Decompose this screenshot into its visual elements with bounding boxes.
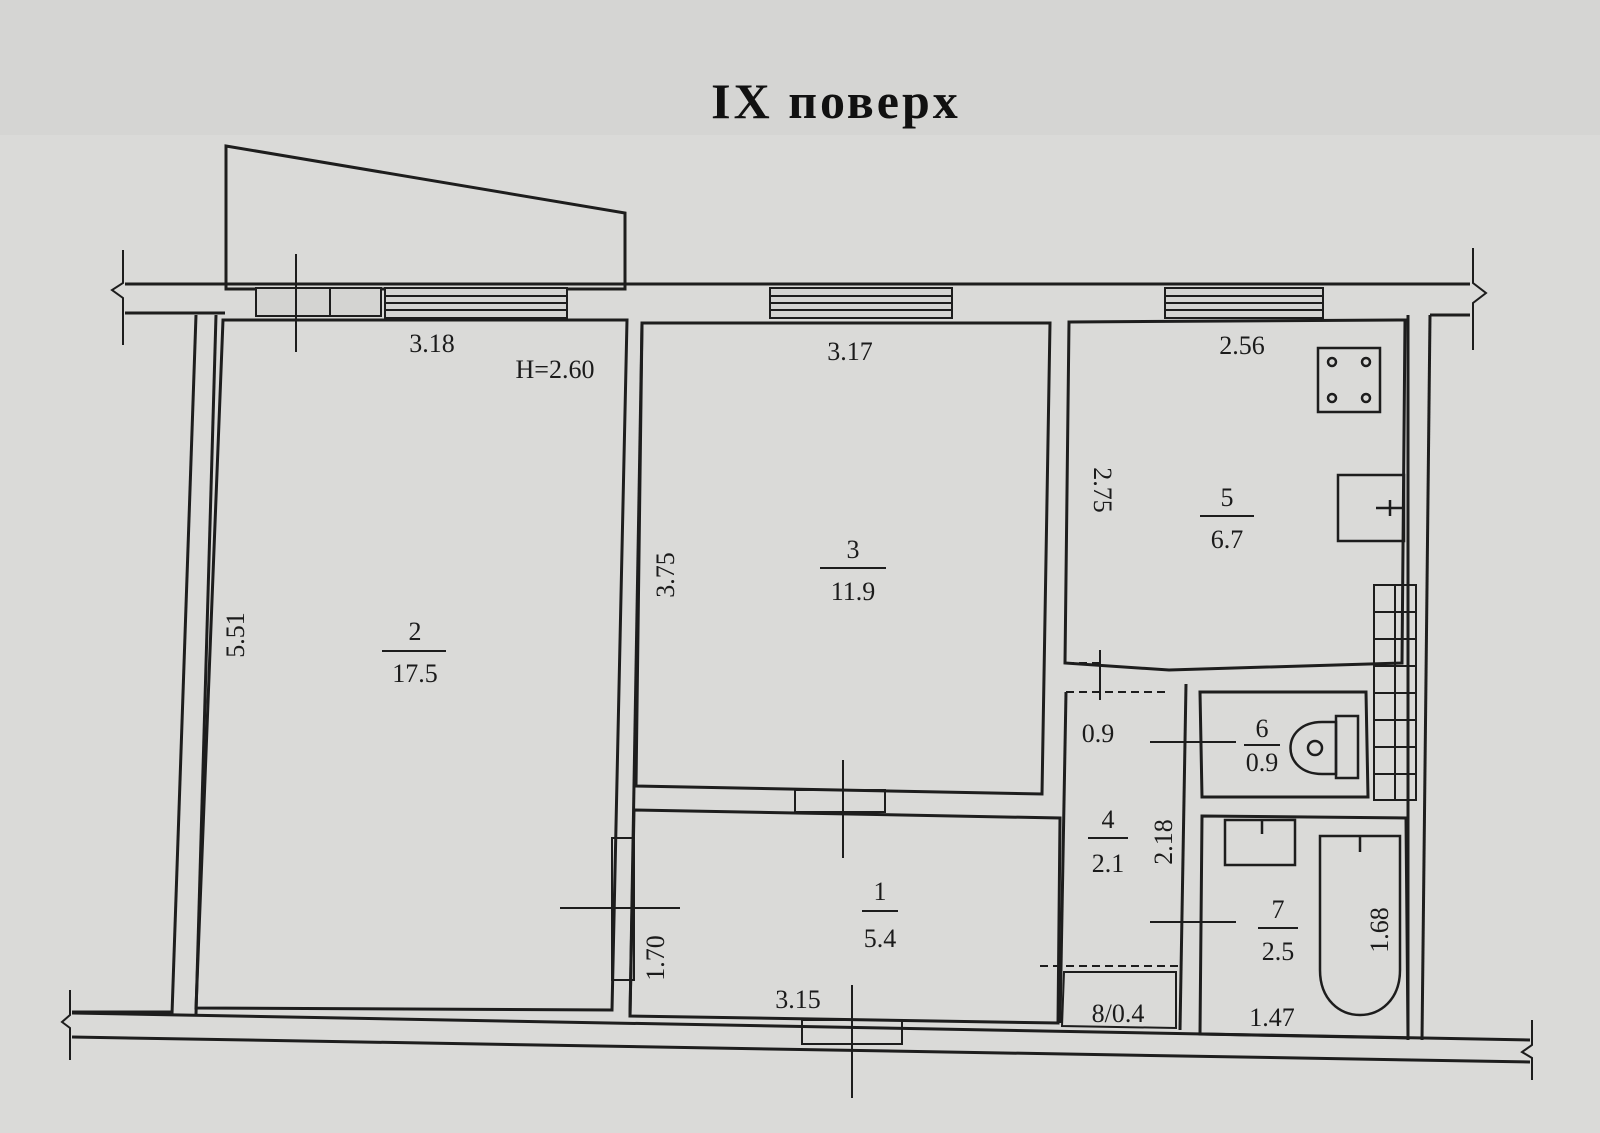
balcony [224,144,627,291]
room-3-area: 11.9 [831,577,876,606]
toilet-icon [1289,720,1338,776]
room-6-area: 0.9 [1246,748,1279,777]
room-4-number: 4 [1102,805,1115,834]
room-6-outline [1198,690,1370,799]
balcony-door [255,254,382,352]
room-2-area: 17.5 [392,659,438,688]
floor-title: IX поверх [711,73,961,129]
break-mark-top-right [1472,248,1488,350]
dim-bathtub-length: 1.68 [1365,907,1394,953]
dim-room-2-width: 3.18 [409,329,455,358]
dim-room-3-width: 3.17 [827,337,873,366]
room-7-number: 7 [1272,895,1285,924]
dim-room-5-length: 2.75 [1088,467,1117,513]
room-1-number: 1 [874,877,887,906]
bathtub-icon [1318,834,1402,1017]
dim-room-2-length: 5.51 [221,612,250,658]
room-7-label: 7 2.5 [1258,895,1298,966]
closet-outline [1060,971,1177,1030]
dim-hall-width: 1.70 [641,935,670,981]
dim-corridor-length: 2.18 [1149,819,1178,865]
room-7-area: 2.5 [1262,937,1295,966]
paper-top-band [0,0,1600,135]
dim-room-3-length: 3.75 [651,552,680,598]
ventilation-shaft [1373,584,1417,801]
break-mark-top-left [110,250,124,345]
room-6-label: 6 0.9 [1244,714,1280,777]
room-1-area: 5.4 [864,924,897,953]
room-7-outline [1198,814,1410,1040]
window-room-5 [1164,287,1324,319]
room-5-label: 5 6.7 [1200,483,1254,554]
room-5-area: 6.7 [1211,525,1244,554]
room-1-label: 1 5.4 [862,877,898,953]
outer-wall-top [110,248,1488,350]
sink-icon [1223,818,1297,867]
room-2-number: 2 [409,617,422,646]
corridor-left-wall [1058,691,1068,1024]
partition-2-3 [628,322,644,1017]
window-room-2 [384,287,568,319]
room-4-area: 2.1 [1092,849,1125,878]
dim-corridor-upper: 0.9 [1082,719,1115,748]
ceiling-height: H=2.60 [516,355,595,384]
room-2-outline [194,318,629,1012]
room-3-number: 3 [847,535,860,564]
dim-hall-length: 3.15 [775,985,821,1014]
stove-icon [1316,346,1382,414]
window-room-3 [769,287,953,319]
door-marks [560,650,1236,1098]
dim-closet: 8/0.4 [1092,999,1145,1028]
dim-bath-width: 1.47 [1249,1003,1295,1032]
toilet-tank-icon [1334,714,1360,780]
room-4-label: 4 2.1 [1088,805,1128,878]
room-5-outline [1063,318,1407,672]
dim-room-5-width: 2.56 [1219,331,1265,360]
room-2-label: 2 17.5 [382,617,446,688]
toilet-bowl-icon [1306,739,1324,757]
room-3-label: 3 11.9 [820,535,886,606]
room-5-number: 5 [1221,483,1234,512]
room-6-number: 6 [1256,714,1269,743]
